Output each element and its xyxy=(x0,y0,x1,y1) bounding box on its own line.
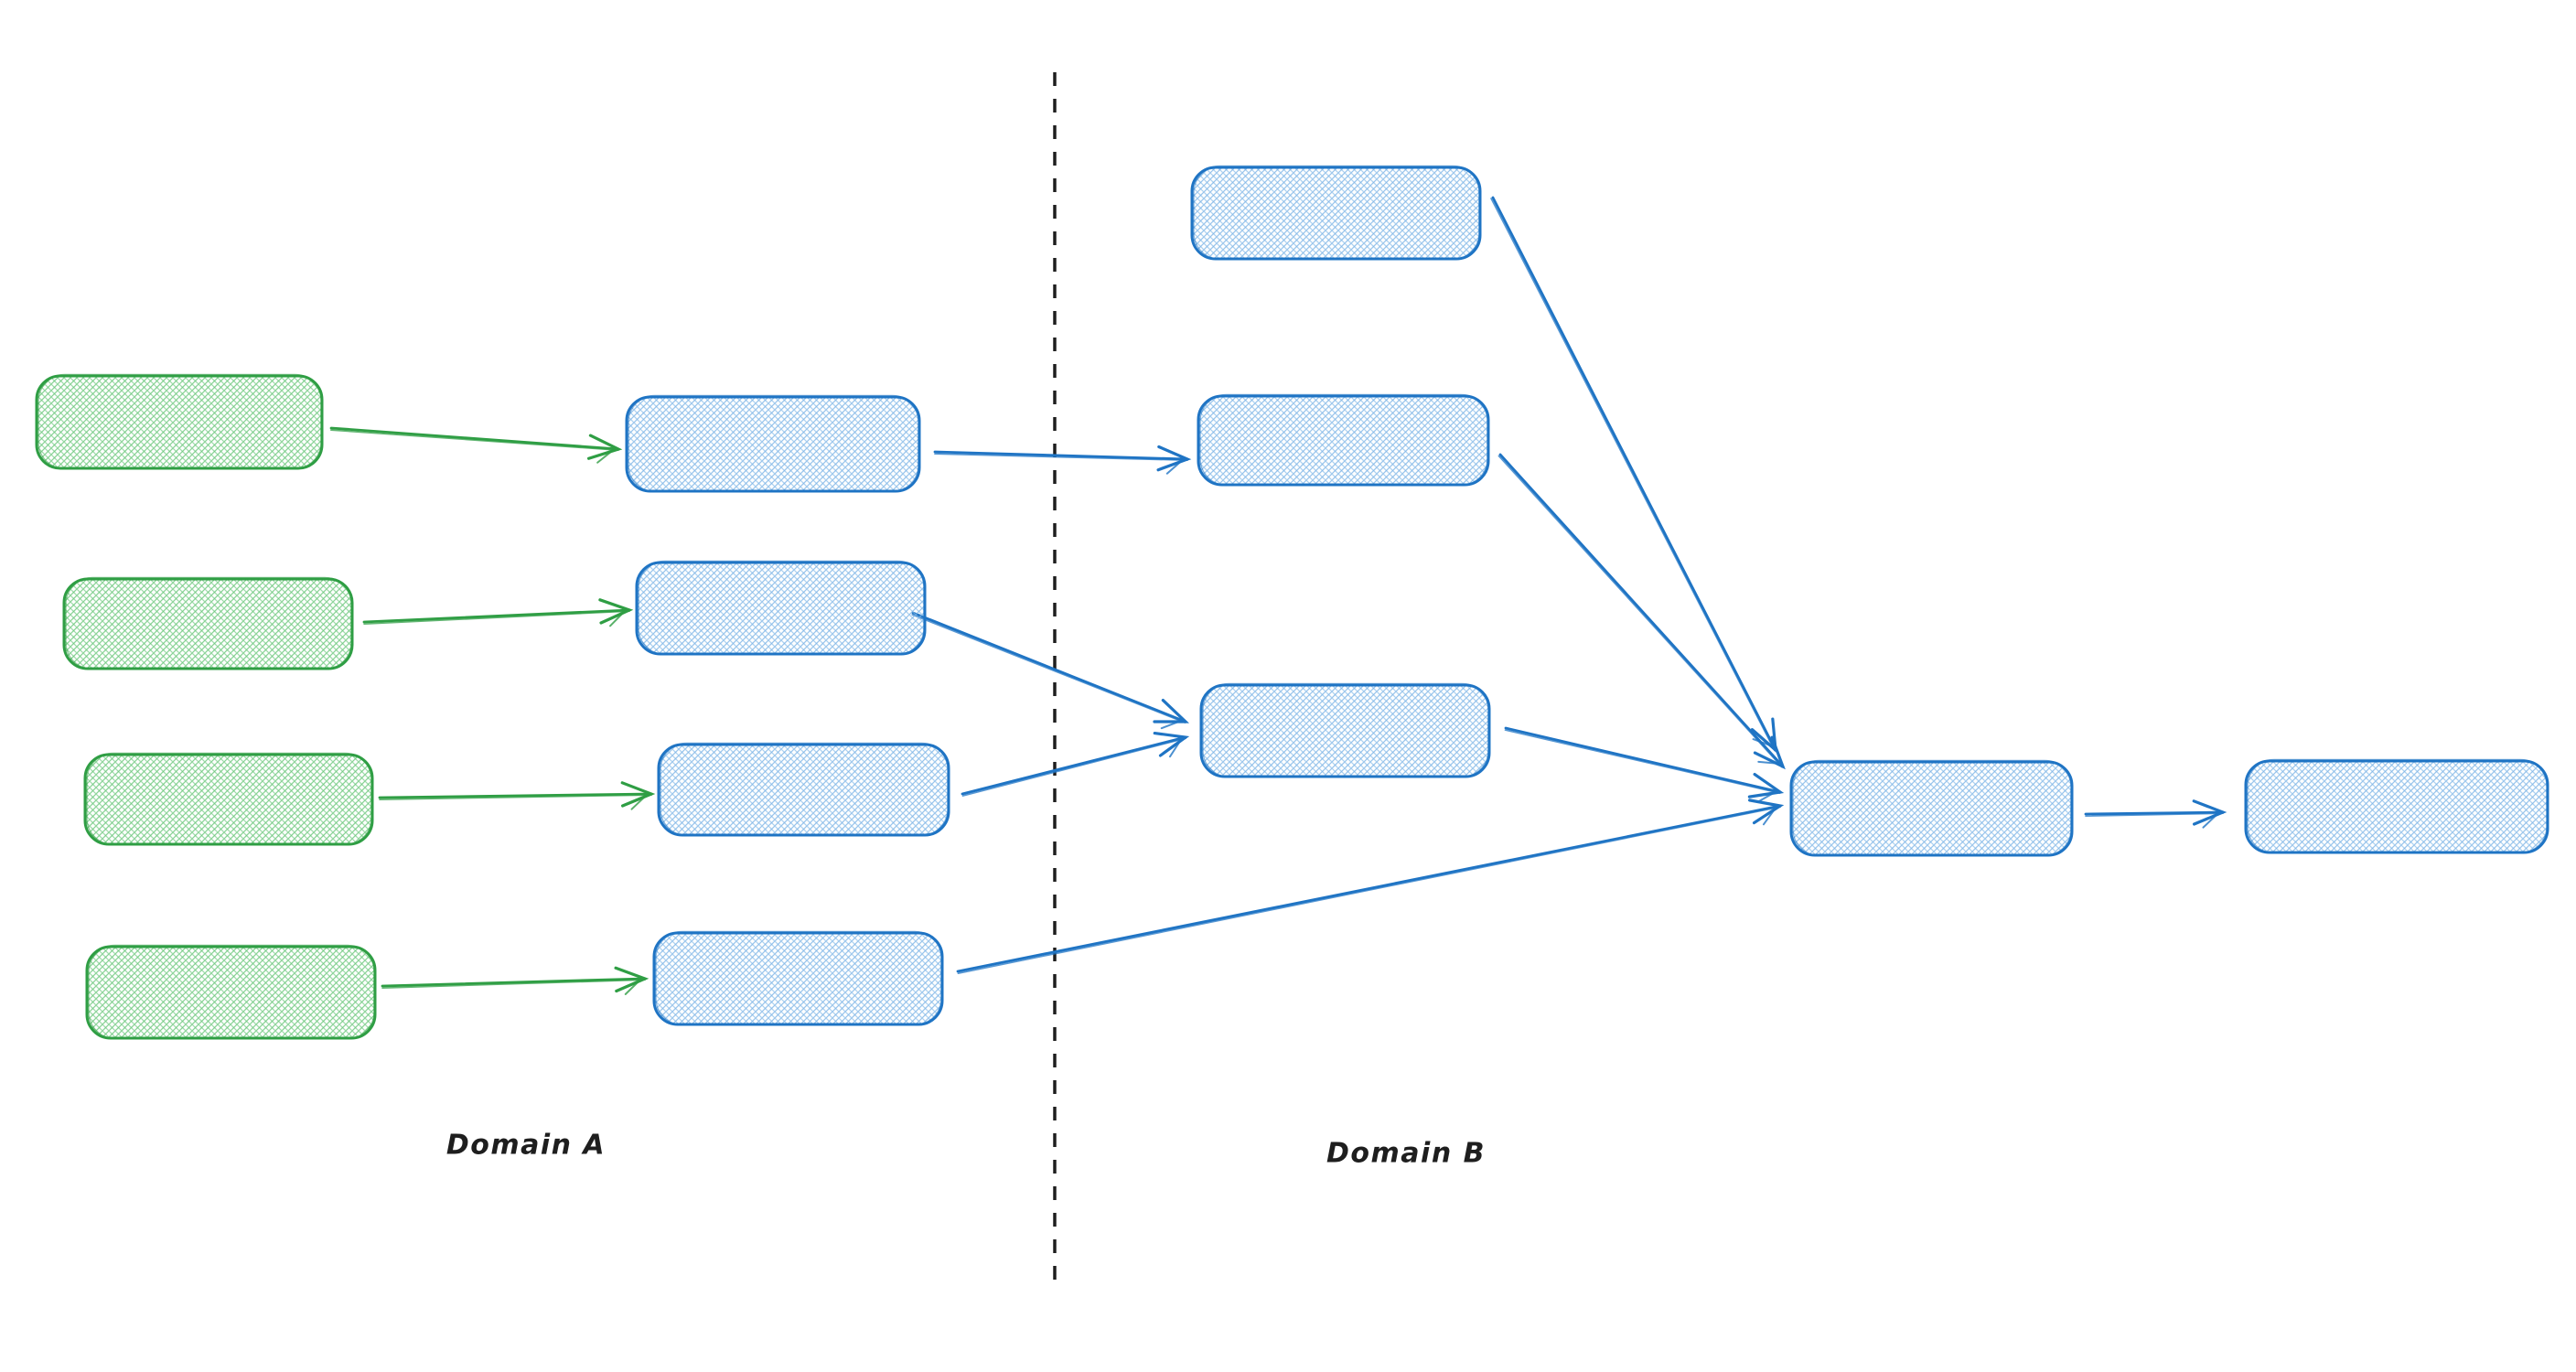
edge-a2-b3[interactable] xyxy=(911,611,1190,730)
blue-box-b1[interactable] xyxy=(1190,165,1482,261)
edge-a1-b2[interactable] xyxy=(933,445,1192,475)
edge-g4-a4[interactable] xyxy=(381,966,649,995)
edge-hub-out-arrowhead-icon xyxy=(2192,799,2227,826)
edge-b1-hub[interactable] xyxy=(1490,196,1777,754)
edge-a4-hub[interactable] xyxy=(956,799,1785,974)
domain-b-label[interactable]: Domain B xyxy=(1326,1138,1486,1170)
edge-a4-hub-arrowhead-icon xyxy=(1747,799,1785,825)
edge-a1-b2-arrowhead-icon xyxy=(1156,445,1192,472)
green-box-1[interactable] xyxy=(35,373,324,470)
blue-box-b3[interactable] xyxy=(1199,682,1491,778)
green-box-2[interactable] xyxy=(62,576,354,670)
edge-a3-b3[interactable] xyxy=(961,731,1190,797)
edge-a3-b3-arrowhead-icon xyxy=(1153,731,1190,757)
blue-box-a4[interactable] xyxy=(652,930,944,1026)
edge-hub-out[interactable] xyxy=(2084,799,2227,829)
edge-b2-hub-arrowhead-icon xyxy=(1753,735,1786,770)
green-box-3[interactable] xyxy=(83,752,374,846)
blue-box-a2[interactable] xyxy=(635,560,927,656)
edge-g1-a1[interactable] xyxy=(329,426,623,464)
edge-g3-a3[interactable] xyxy=(378,781,656,810)
edge-g2-a2-arrowhead-icon xyxy=(598,598,634,625)
blue-box-a1[interactable] xyxy=(625,394,921,493)
edge-a2-b3-arrowhead-icon xyxy=(1153,698,1190,724)
edge-b2-hub[interactable] xyxy=(1497,453,1786,770)
blue-box-a3[interactable] xyxy=(657,742,950,837)
green-box-4[interactable] xyxy=(85,944,377,1040)
edge-b3-hub[interactable] xyxy=(1504,726,1785,804)
blue-box-b2[interactable] xyxy=(1197,393,1490,487)
edge-g2-a2[interactable] xyxy=(362,598,634,627)
edge-g3-a3-arrowhead-icon xyxy=(620,781,656,808)
edge-g1-a1-arrowhead-icon xyxy=(586,434,623,460)
output-box[interactable] xyxy=(2244,758,2549,854)
domain-a-label[interactable]: Domain A xyxy=(446,1130,606,1162)
hub-box[interactable] xyxy=(1789,759,2074,857)
edge-g4-a4-arrowhead-icon xyxy=(614,966,649,993)
edge-b3-hub-arrowhead-icon xyxy=(1747,772,1785,799)
